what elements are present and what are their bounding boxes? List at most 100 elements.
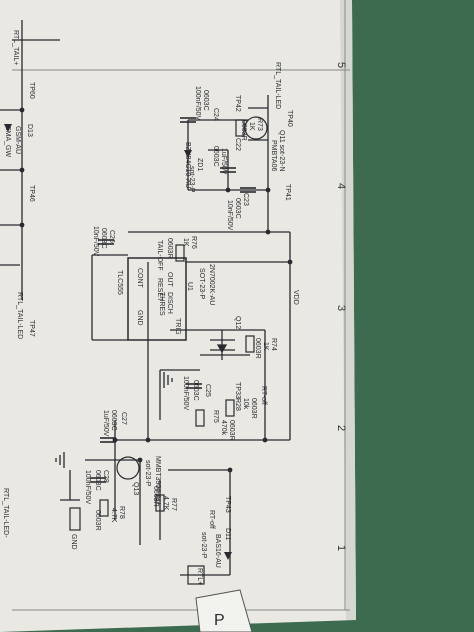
label-c28-package: 0603C [94,470,101,491]
label-q12-part: 2N7002K-AU [208,264,215,305]
label-r28-value: 10k [242,398,249,410]
label-r75: R75 [212,410,219,423]
label-r74-value: 1K [262,342,269,351]
label-mmbt3904: MMBT3904-AU [154,456,161,504]
label-zd1-part: BZX84C10-AU [184,142,191,188]
label-r75-package: 0603R [228,420,235,441]
label-tp40: TP40 [286,110,293,127]
grid-number-2: 2 [335,425,347,431]
schematic-wires [0,20,291,576]
component-labels: RTL_TAIL-LED TP40 Q11 sot-23-N PMBTA06 R… [2,30,299,585]
grid-number-1: 1 [335,545,347,551]
label-tp43: TP43 [224,496,231,513]
label-u1: U1 [186,282,193,291]
label-c24: C24 [212,108,219,121]
label-pin-gnd: GND [136,310,143,326]
label-tp42: TP42 [234,95,241,112]
label-c28-value: 100nF/50V [84,470,91,505]
label-left-tp46: TP46 [28,185,35,202]
label-q13-package: sot-23-P [144,460,151,487]
resistor-symbols [69,119,255,531]
label-c22: C22 [234,138,241,151]
label-d11-package: sot-23-P [200,532,207,559]
label-tp33: TP33 [234,382,241,399]
label-c27-value: 1uF/50V [102,410,109,437]
label-c27: C27 [120,412,127,425]
label-left-rtl-tail-bottom: RTL_TAIL-LED- [2,488,9,538]
label-c24-value: 100nF/50V [194,86,201,121]
label-c25-package: 0603C [192,380,199,401]
label-left-sma: SMA_GW [4,126,11,158]
label-r28-package: 0603R [250,398,257,419]
label-rt-off-2: RT-off [208,510,215,529]
label-r74: R74 [270,338,277,351]
label-r76-value: 1K [182,238,189,247]
label-c26: C26 [108,230,115,243]
grid-numbers: 5 4 3 2 1 [335,62,347,551]
label-c23-package: 0603C [234,198,241,219]
paper-edge-shadow [340,0,356,620]
label-tp41: TP41 [284,184,291,201]
label-c23: C23 [242,193,249,206]
label-pin-cont: CONT [136,268,143,289]
label-pin-thres: THRES [158,292,165,316]
label-d11: D11 [224,528,231,540]
label-c27-package: 0603C [110,410,117,431]
label-c25-value: 100nF/50V [182,376,189,411]
q11-transistor-symbol [244,116,268,140]
label-c28: C28 [102,470,109,483]
label-rt-in: RTL+ [196,568,203,585]
capacitor-symbols [90,117,256,483]
label-r78-package: 0603R [94,510,101,531]
label-pin-reset: RESET [156,278,163,302]
label-pin-vdd: VDD [292,290,299,305]
label-rt-off: RT-off [260,386,267,405]
label-rtl-tail-led: RTL_TAIL-LED [274,62,281,109]
d13-diode-symbol [4,124,12,132]
label-pin-trig: TRIG [174,318,181,335]
label-r77: R77 [170,498,177,511]
label-r78-value: 4.7K [110,508,117,523]
label-r74-package: 0603R [254,338,261,359]
label-q12: Q12 [234,316,241,329]
label-tail-off: TAIL-OFF [156,240,163,271]
rt-connector [187,565,205,585]
label-pin-out: OUT [166,272,173,288]
ground-symbols [55,372,173,468]
label-r77-value: 4.7K [162,496,169,511]
label-c23-value: 10nF/50V [226,200,233,231]
label-left-d13: D13 [26,124,33,137]
label-c26-package: 0603C [100,228,107,249]
label-c26-value: 10nF/50V [92,226,99,257]
corner-card-letter: P [214,612,225,629]
q13-transistor-symbol [116,456,140,480]
label-q13: Q13 [132,482,139,495]
label-pin-disch: DISCH [166,292,173,314]
label-left-rtl-tail: RTL_TAIL+ [12,30,19,65]
label-bas16: BAS16-AU [214,534,221,568]
junction-dots [19,107,293,473]
label-r28: R28 [234,398,241,411]
label-pmbta06: PMBTA06 [270,140,277,171]
label-zd1: ZD1 [196,158,203,171]
label-r73: R73 [256,118,263,131]
d11-diode-symbol [224,552,232,560]
label-q11: Q11 sot-23-N [278,130,285,172]
label-r78: R78 [118,506,125,519]
q12-mosfet-symbol [210,330,235,360]
label-r75-value: 470k [220,420,227,436]
corner-card [195,589,253,632]
label-c22-value: 1uF/50V [220,148,227,175]
label-c25: C25 [204,384,211,397]
grid-number-4: 4 [335,183,347,189]
label-r76-package: 0603R [166,238,173,259]
label-left-tp47: TP47 [28,320,35,337]
label-r73-package: 0603R [240,120,247,141]
u1-chip-body [127,257,187,341]
grid-number-3: 3 [335,305,347,311]
label-q12-package: SOT-23-P [198,268,205,299]
label-r76: R76 [190,236,197,249]
label-zd1-package: sot-23-P [188,166,195,193]
